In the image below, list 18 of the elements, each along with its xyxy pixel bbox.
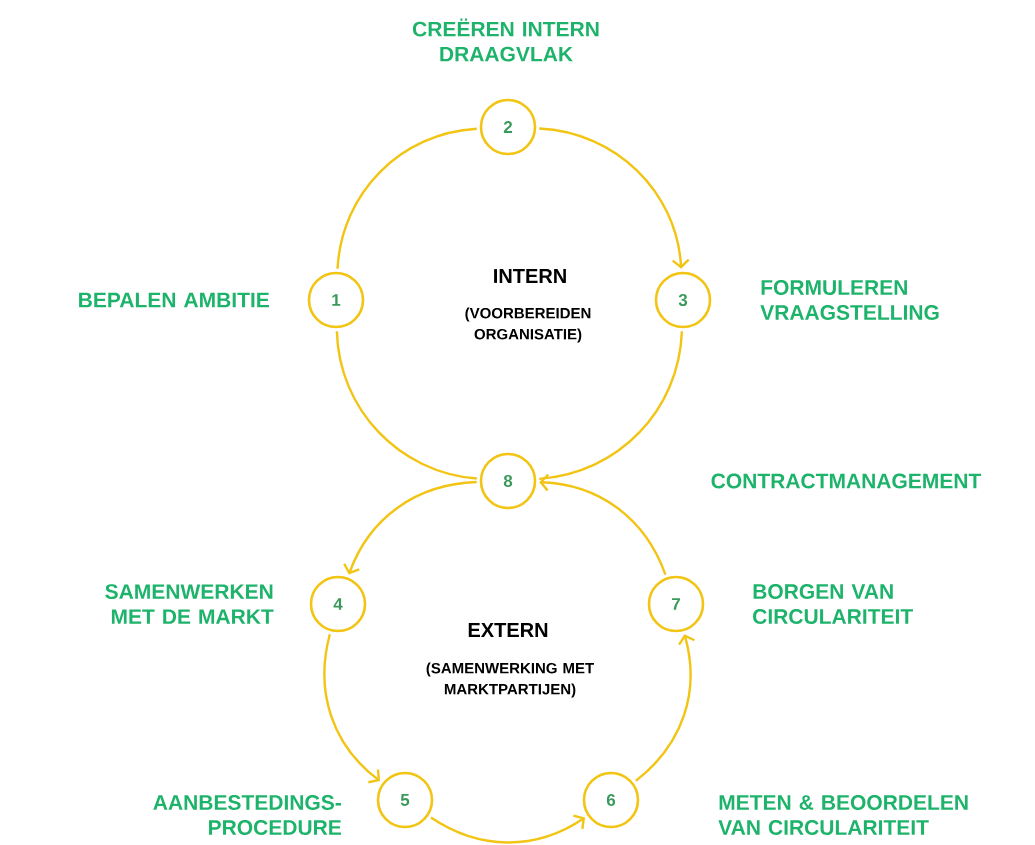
center-label: (SAMENWERKING MET MARKTPARTIJEN) — [426, 662, 594, 698]
center-label: EXTERN — [468, 623, 548, 637]
step-label: CONTRACTMANAGEMENT — [711, 473, 982, 489]
step-label: SAMENWERKEN MET DE MARKT — [105, 584, 274, 624]
arrow — [539, 473, 667, 575]
step-label: METEN & BEOORDELEN VAN CIRCULARITEIT — [718, 795, 968, 835]
arrow — [343, 480, 477, 575]
step-label: AANBESTEDINGS- PROCEDURE — [153, 795, 341, 835]
center-label: (VOORBEREIDEN ORGANISATIE) — [465, 307, 591, 343]
arrow — [430, 814, 586, 844]
step-label: BEPALEN AMBITIE — [79, 292, 269, 308]
step-label: FORMULEREN VRAAGSTELLING — [760, 280, 939, 320]
arrow — [323, 633, 381, 784]
arrow — [539, 127, 690, 269]
step-label: CREËREN INTERN DRAAGVLAK — [412, 18, 599, 62]
step-label: BORGEN VAN CIRCULARITEIT — [753, 584, 913, 624]
arrow — [635, 634, 695, 782]
center-label: INTERN — [494, 269, 566, 283]
